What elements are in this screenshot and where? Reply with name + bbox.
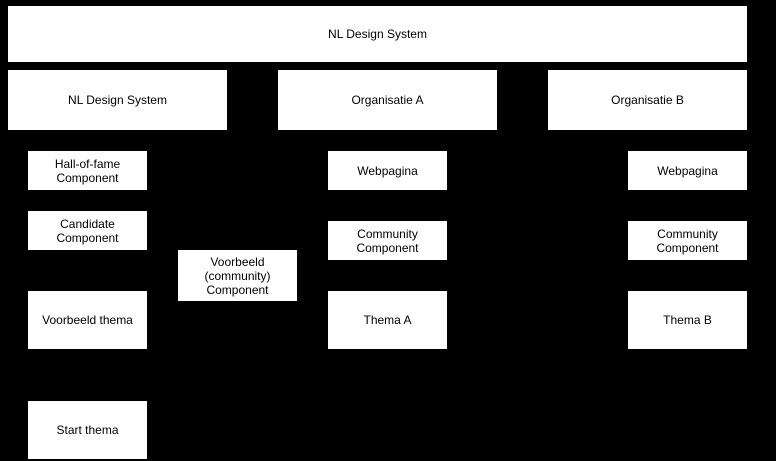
node-label-line: (community) bbox=[204, 268, 271, 283]
node-label-line: Component bbox=[356, 240, 419, 255]
diagram-node-nl-design-system-column: NL Design System bbox=[8, 70, 227, 130]
diagram-node-webpagina-a: Webpagina bbox=[328, 151, 447, 190]
node-label-line: Voorbeeld bbox=[210, 254, 265, 269]
node-label-line: NL Design System bbox=[328, 27, 427, 41]
node-label-line: Component bbox=[56, 170, 119, 185]
node-label-line: Webpagina bbox=[657, 163, 718, 178]
node-label-line: Candidate bbox=[60, 216, 115, 231]
node-label-line: Organisatie A bbox=[351, 93, 424, 107]
node-label-line: Thema A bbox=[363, 313, 412, 327]
node-label-line: Component bbox=[56, 230, 119, 245]
node-label-line: Organisatie B bbox=[611, 93, 684, 107]
diagram-node-organisatie-b: Organisatie B bbox=[548, 70, 747, 130]
node-label-line: Community bbox=[657, 226, 718, 241]
node-label-line: Voorbeeld thema bbox=[42, 313, 133, 327]
diagram-node-voorbeeld-thema: Voorbeeld thema bbox=[28, 291, 147, 349]
node-label-line: Community bbox=[357, 226, 418, 241]
node-label-line: Component bbox=[206, 282, 269, 297]
diagram-node-voorbeeld-community-component: Voorbeeld(community)Component bbox=[178, 250, 297, 301]
diagram-node-start-thema: Start thema bbox=[28, 401, 147, 459]
node-label-line: Thema B bbox=[663, 313, 712, 327]
diagram-node-nl-design-system-banner: NL Design System bbox=[8, 6, 747, 62]
node-label-line: Component bbox=[656, 240, 719, 255]
diagram-node-webpagina-b: Webpagina bbox=[628, 151, 747, 190]
node-label-line: Hall-of-fame bbox=[54, 156, 121, 171]
node-label-line: Webpagina bbox=[357, 163, 418, 178]
diagram-node-thema-a: Thema A bbox=[328, 291, 447, 349]
node-label-line: NL Design System bbox=[68, 93, 167, 107]
diagram-node-organisatie-a: Organisatie A bbox=[278, 70, 497, 130]
node-label-line: Start thema bbox=[56, 423, 119, 437]
diagram-node-thema-b: Thema B bbox=[628, 291, 747, 349]
